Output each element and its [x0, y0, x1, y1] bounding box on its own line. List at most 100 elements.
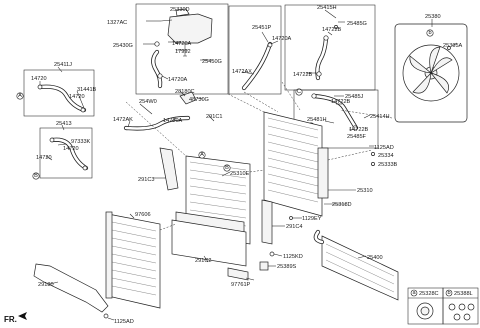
- label-1327AC: 1327AC: [107, 20, 127, 26]
- label-14722B: 14722B: [293, 72, 313, 78]
- label-14720A: 14720A: [272, 36, 292, 42]
- label-14722B: 14722B: [349, 127, 369, 133]
- legend-boxes: a 25328C b 25388L: [407, 287, 479, 325]
- ac-condenser-97606: [107, 213, 161, 309]
- radiator-side-tank: [317, 147, 329, 199]
- bolt-icon: [371, 152, 375, 156]
- label-14720A: 14720A: [163, 118, 183, 124]
- label-254W0: 254W0: [139, 99, 157, 105]
- receiver-drier: [105, 211, 113, 299]
- hose-clamp-icon: [323, 35, 329, 41]
- fitting-icon: [334, 25, 338, 29]
- label-25415H: 25415H: [317, 5, 337, 11]
- upper-hose-group: 25451P 14720A 1472AX: [228, 5, 292, 95]
- fan-blade: [409, 55, 433, 74]
- label-25481H: 25481H: [307, 117, 327, 123]
- mount-25389S: [259, 261, 269, 271]
- hose-clamp-icon: [80, 107, 86, 113]
- label-25334: 25334: [378, 153, 394, 159]
- hose-clamp-icon: [316, 71, 322, 77]
- svg-text:a: a: [412, 290, 416, 296]
- label-25380: 25380: [425, 14, 441, 20]
- svg-text:b: b: [447, 290, 450, 296]
- label-291C3: 291C3: [138, 177, 154, 183]
- label-14722B: 14722B: [331, 99, 351, 105]
- hose-clamp-icon: [154, 41, 160, 47]
- clip-icon: [467, 303, 475, 311]
- label-25333B: 25333B: [378, 162, 398, 168]
- label-14720A: 14720A: [172, 41, 192, 47]
- hose-clamp-icon: [49, 137, 55, 143]
- reservoir-outlet: [183, 43, 187, 57]
- fan-blade: [430, 72, 449, 94]
- screw-icon: [447, 46, 451, 50]
- label-1472AX: 1472AX: [232, 69, 252, 75]
- svg-text:C: C: [297, 89, 301, 95]
- label-1129EY: 1129EY: [302, 216, 322, 222]
- clip-icon: [453, 313, 461, 321]
- front-label: FR.: [4, 315, 17, 324]
- hose-clamp-icon: [352, 125, 358, 131]
- hose-25411J-group: 25411J 14720 31441B 14720 A: [16, 62, 97, 117]
- label-1472AK: 1472AK: [113, 117, 133, 123]
- cooling-fan-group: 25380 25395A b: [394, 14, 468, 123]
- label-25395A: 25395A: [443, 43, 463, 49]
- legend-box-b: [442, 287, 479, 325]
- label-31441B: 31441B: [77, 87, 97, 93]
- svg-text:B: B: [34, 173, 38, 179]
- label-25414H: 25414H: [370, 114, 390, 120]
- fan-blade: [429, 46, 441, 75]
- label-14720: 14720: [63, 146, 79, 152]
- label-291C4: 291C4: [286, 224, 302, 230]
- fan-blade: [412, 71, 432, 94]
- oil-cooler-group: 25400: [313, 229, 399, 301]
- label-29180: 29180: [38, 282, 54, 288]
- label-25413: 25413: [56, 121, 72, 127]
- label-25451P: 25451P: [252, 25, 272, 31]
- hose-clamp-icon: [37, 84, 43, 90]
- label-25310: 25310: [357, 188, 373, 194]
- label-97333K: 97333K: [71, 139, 91, 145]
- svg-text:b: b: [428, 30, 431, 36]
- callout-B: [223, 164, 231, 172]
- callout-A: [16, 92, 24, 100]
- clip-icon: [448, 303, 456, 311]
- radiator-group: 25310 25318D 1125AD 25334 25333B 1129EY …: [261, 111, 398, 245]
- front-arrow-icon: [18, 312, 27, 320]
- label-1125KD: 1125KD: [283, 254, 303, 260]
- reservoir-group-box: [135, 3, 229, 95]
- reservoir-cap: [175, 8, 190, 17]
- label-25485G: 25485G: [347, 21, 367, 27]
- svg-text:A: A: [200, 152, 204, 158]
- label-14720: 14720: [36, 155, 52, 161]
- bracket-291C4: [261, 199, 273, 245]
- reservoir-tank-group: 25330D 1327AC 25430G 14720A 17992 25450G…: [107, 3, 229, 95]
- label-25318D: 25318D: [332, 202, 352, 208]
- fan-blade: [430, 57, 453, 74]
- label-25485F: 25485F: [347, 134, 367, 140]
- under-cover-29180: [33, 263, 109, 313]
- label-14722B: 14722B: [322, 27, 342, 33]
- bracket-97761P: [227, 267, 249, 281]
- hose-25413-group-box: [39, 127, 93, 179]
- label-14720: 14720: [31, 76, 47, 82]
- bolt-icon: [269, 251, 275, 257]
- clip-icon: [458, 303, 466, 311]
- callout-B: [32, 172, 40, 180]
- label-25485J: 25485J: [345, 94, 364, 100]
- bolt-icon: [289, 216, 293, 220]
- label-25330D: 25330D: [170, 7, 190, 13]
- label-25389S: 25389S: [277, 264, 297, 270]
- label-25310E: 25310E: [230, 171, 250, 177]
- label-25411J: 25411J: [54, 62, 72, 68]
- bolt-icon: [371, 162, 375, 166]
- callout-A: [198, 151, 206, 159]
- condenser-group: 25310E 291C3 A B 291C2 97761P: [138, 147, 255, 288]
- lower-guard-group: 29180 1125AD: [33, 263, 134, 325]
- hose-clamp-icon: [157, 73, 163, 79]
- label-291C2: 291C2: [195, 258, 211, 264]
- label-25328C: 25328C: [419, 291, 439, 297]
- bolt-icon: [103, 313, 109, 319]
